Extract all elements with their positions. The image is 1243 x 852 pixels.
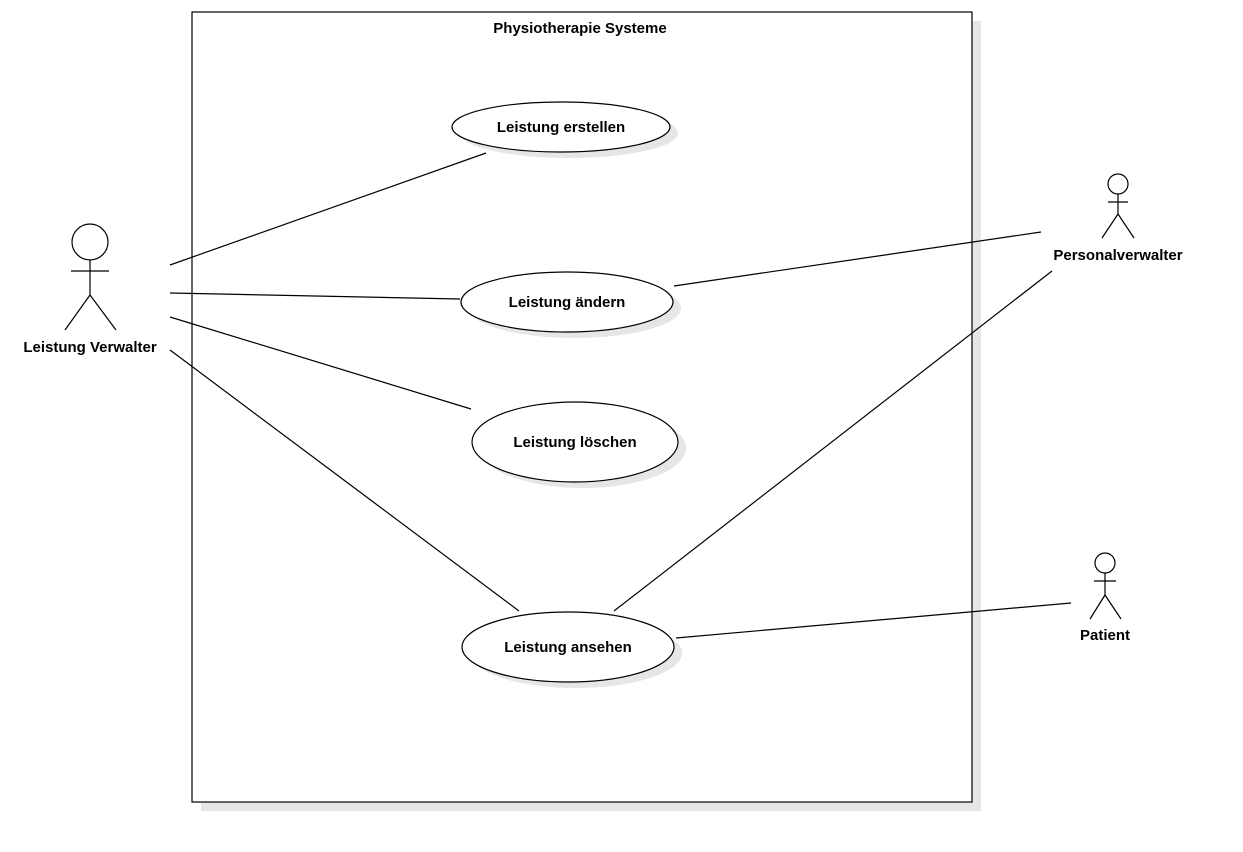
use-case-erstellen[interactable]: Leistung erstellen <box>451 101 678 158</box>
system-title: Physiotherapie Systeme <box>493 20 666 37</box>
use-case-label: Leistung löschen <box>513 434 636 451</box>
association-personalverwalter-ansehen <box>613 270 1053 612</box>
use-case-label: Leistung ändern <box>509 294 626 311</box>
actor-personalverwalter[interactable]: Personalverwalter <box>1053 173 1183 264</box>
stick-figure-icon <box>64 223 117 331</box>
stick-figure-icon <box>1089 552 1122 620</box>
association-verwalter-erstellen <box>169 152 487 266</box>
associations <box>169 152 1072 639</box>
use-case-label: Leistung erstellen <box>497 119 625 136</box>
use-case-label: Leistung ansehen <box>504 639 632 656</box>
association-verwalter-loeschen <box>169 316 472 410</box>
actor-label: Patient <box>1080 627 1130 644</box>
actor-leistung-verwalter[interactable]: Leistung Verwalter <box>23 223 157 356</box>
association-verwalter-aendern <box>169 292 461 300</box>
use-case-ellipse <box>461 611 675 683</box>
actor-label: Personalverwalter <box>1053 247 1182 264</box>
use-case-ellipse <box>451 101 671 153</box>
actor-label: Leistung Verwalter <box>23 339 157 356</box>
association-patient-ansehen <box>675 602 1072 639</box>
use-case-ellipse <box>460 271 674 333</box>
use-case-ellipse <box>471 401 679 483</box>
association-personalverwalter-aendern <box>673 231 1042 287</box>
stick-figure-icon <box>1101 173 1135 239</box>
association-verwalter-ansehen <box>169 349 520 612</box>
use-case-loeschen[interactable]: Leistung löschen <box>471 401 686 488</box>
use-case-ansehen[interactable]: Leistung ansehen <box>461 611 682 688</box>
actor-patient[interactable]: Patient <box>1080 552 1130 644</box>
use-case-aendern[interactable]: Leistung ändern <box>460 271 681 338</box>
